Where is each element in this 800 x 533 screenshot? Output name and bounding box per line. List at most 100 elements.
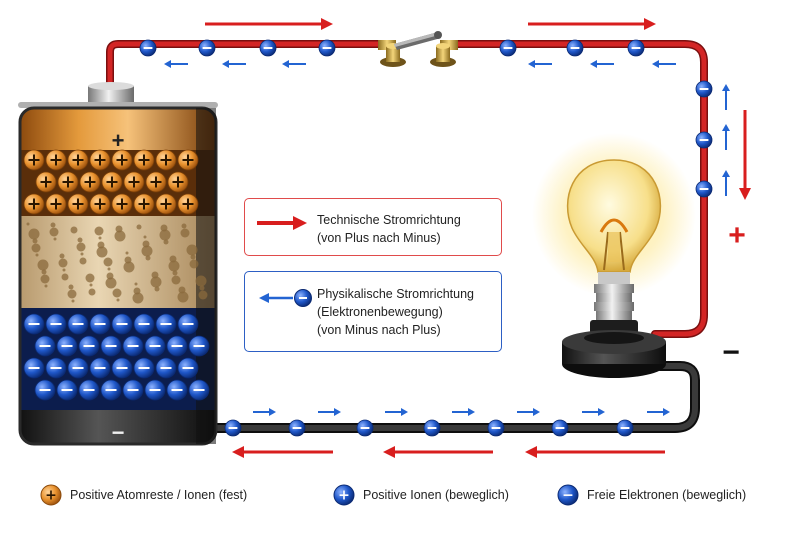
pore	[126, 252, 129, 255]
bulb-minus-label: −	[722, 336, 740, 369]
wire-electron	[488, 420, 504, 436]
orange-plus-icon: +	[40, 484, 62, 506]
pore	[196, 276, 207, 287]
fixed-ion	[134, 150, 154, 170]
pore	[99, 237, 102, 240]
fixed-ion	[90, 150, 110, 170]
fixed-ion	[156, 194, 176, 214]
battery-electron	[46, 314, 66, 334]
battery-electron	[167, 336, 187, 356]
pore	[80, 258, 87, 265]
legend-free-electrons: − Freie Elektronen (beweglich)	[557, 484, 746, 506]
red-arrow	[205, 18, 333, 30]
fixed-ion	[80, 172, 100, 192]
pore	[27, 223, 30, 226]
wire-electron	[696, 181, 712, 197]
pore	[199, 291, 208, 300]
fixed-ion	[46, 150, 66, 170]
pore	[32, 244, 41, 253]
pore	[68, 290, 77, 299]
fixed-ion	[156, 150, 176, 170]
pore	[95, 227, 104, 236]
blue-arrow	[164, 60, 188, 68]
blue-arrow	[722, 124, 730, 150]
battery-electron	[101, 380, 121, 400]
fixed-ion	[134, 194, 154, 214]
red-arrow	[383, 446, 493, 458]
pore	[116, 226, 123, 233]
pore	[38, 260, 49, 271]
fixed-ion	[112, 194, 132, 214]
physical-current-line3: (von Minus nach Plus)	[317, 321, 474, 339]
battery-electron	[134, 314, 154, 334]
pore	[144, 236, 147, 239]
battery-electron	[90, 314, 110, 334]
wire-electron	[500, 40, 516, 56]
red-arrow	[528, 18, 656, 30]
pore	[182, 224, 187, 229]
legend-mobile-ions: + Positive Ionen (beweglich)	[333, 484, 509, 506]
fixed-ion	[112, 150, 132, 170]
battery-electron	[79, 380, 99, 400]
pore	[90, 284, 93, 287]
battery-electron	[156, 314, 176, 334]
wire-electron	[199, 40, 215, 56]
battery-electron	[134, 358, 154, 378]
pore	[190, 260, 199, 269]
pore	[54, 238, 57, 241]
fixed-ion	[102, 172, 122, 192]
physical-current-title: Physikalische Stromrichtung	[317, 285, 474, 303]
fixed-ion	[24, 150, 44, 170]
pore	[89, 289, 96, 296]
pore	[59, 259, 68, 268]
battery-electron	[90, 358, 110, 378]
blue-arrow	[590, 60, 614, 68]
blue-plus-icon: +	[333, 484, 355, 506]
blue-arrow	[282, 60, 306, 68]
wire-electron	[696, 81, 712, 97]
wire-electron	[424, 420, 440, 436]
battery-electron	[112, 314, 132, 334]
fixed-ion	[146, 172, 166, 192]
switch	[378, 31, 458, 67]
blue-arrow	[452, 408, 475, 416]
wire-electron	[357, 420, 373, 436]
pore	[179, 287, 186, 294]
fixed-ion	[168, 172, 188, 192]
blue-arrow	[722, 84, 730, 110]
fixed-ion	[46, 194, 66, 214]
battery-electron	[189, 380, 209, 400]
wire-electron	[140, 40, 156, 56]
battery-electron	[35, 380, 55, 400]
battery-electron	[123, 380, 143, 400]
pore	[137, 225, 142, 230]
blue-arrow	[253, 408, 276, 416]
pore	[117, 299, 120, 302]
fixed-ion	[178, 150, 198, 170]
pore	[107, 273, 114, 280]
blue-arrow	[517, 408, 540, 416]
battery-electron	[178, 314, 198, 334]
blue-arrow	[652, 60, 676, 68]
pore	[134, 288, 141, 295]
wire-electron	[696, 132, 712, 148]
blue-arrow	[318, 408, 341, 416]
battery-electron	[145, 336, 165, 356]
battery: + −	[18, 82, 218, 445]
battery-electron	[24, 314, 44, 334]
physical-current-box: Physikalische Stromrichtung (Elektronenb…	[244, 271, 502, 352]
red-arrow	[232, 446, 333, 458]
pore	[152, 272, 159, 279]
battery-electron	[68, 314, 88, 334]
fixed-ion	[24, 194, 44, 214]
battery-electron	[178, 358, 198, 378]
wire-electron	[628, 40, 644, 56]
battery-electron	[167, 380, 187, 400]
technical-current-box: Technische Stromrichtung (von Plus nach …	[244, 198, 502, 256]
bulb-plus-label: +	[728, 219, 746, 252]
technical-current-title: Technische Stromrichtung	[317, 211, 461, 229]
pore	[181, 229, 190, 238]
pore	[81, 253, 84, 256]
blue-arrow	[647, 408, 670, 416]
